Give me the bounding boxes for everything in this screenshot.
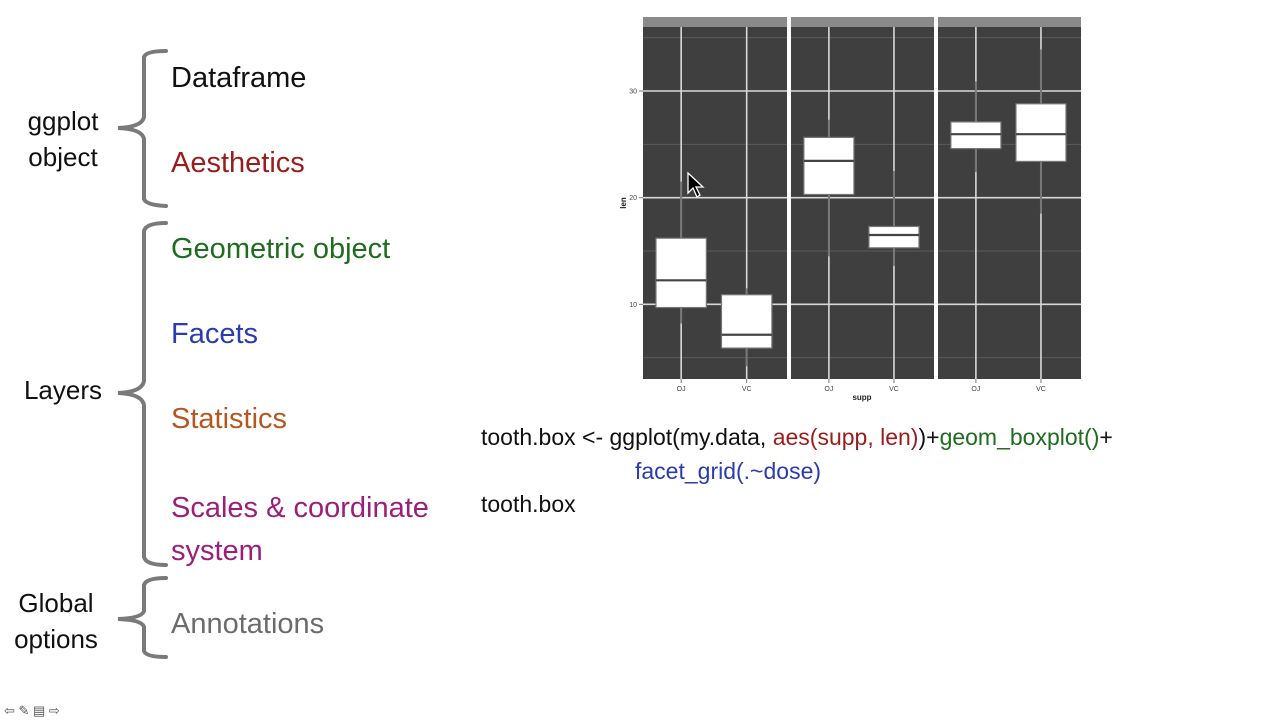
code-line1-prefix: tooth.box <- ggplot(my.data, (481, 424, 773, 450)
item-facets: Facets (171, 318, 259, 350)
brace-global-options (117, 576, 168, 659)
facet-panel (938, 27, 1081, 379)
slide-nav-controls[interactable]: ⇦ ✎ ▤ ⇨ (4, 703, 60, 718)
code-line1-aes: aes(supp, len) (772, 424, 919, 450)
code-line1-plus: )+ (918, 424, 940, 450)
code-line1-geom: geom_boxplot() (939, 424, 1100, 450)
y-axis-label: len (619, 197, 628, 209)
group-label-global-line1: Global (18, 588, 94, 618)
box-iqr (655, 237, 707, 309)
group-label-ggplot-object: ggplot object (20, 103, 106, 175)
code-line1-plus2: + (1099, 424, 1113, 450)
code-line-3: tooth.box (481, 491, 576, 517)
x-tick-label: OJ (677, 386, 686, 393)
x-tick-label: VC (889, 386, 899, 393)
box-iqr (1015, 103, 1067, 163)
braces (117, 49, 168, 659)
facet-strip (791, 17, 934, 27)
boxplot-chart: OJ VC OJ VC OJ VC 10 20 30 supp len (619, 17, 1081, 402)
item-geometric-object: Geometric object (171, 233, 391, 265)
item-annotations: Annotations (171, 608, 325, 640)
group-label-global-line2: options (14, 624, 98, 654)
item-aesthetics: Aesthetics (171, 147, 305, 179)
facet-strip (938, 17, 1081, 27)
brace-layers (117, 221, 168, 567)
x-tick-label: OJ (971, 386, 980, 393)
slide-navigation[interactable]: ⇦ ✎ ▤ ⇨ (4, 703, 60, 719)
box-iqr (868, 225, 920, 249)
code-line-2: facet_grid(.~dose) (635, 458, 822, 484)
item-scales-line1: Scales & coordinate (171, 492, 429, 524)
x-tick-label: VC (1036, 386, 1046, 393)
item-dataframe: Dataframe (171, 62, 307, 94)
group-label-layers: Layers (23, 375, 103, 405)
brace-ggplot-object (117, 49, 168, 208)
item-scales: Scales & coordinate system (171, 487, 429, 573)
x-tick-label: OJ (824, 386, 833, 393)
box-iqr (720, 294, 773, 349)
x-tick-label: VC (742, 386, 752, 393)
item-scales-line2: system (171, 535, 263, 567)
code-line-1: tooth.box <- ggplot(my.data, aes(supp, l… (481, 421, 1113, 453)
box-iqr (803, 136, 855, 196)
y-tick-label: 30 (629, 89, 637, 96)
item-statistics: Statistics (171, 403, 288, 435)
y-tick-label: 10 (629, 302, 637, 309)
x-axis-label: supp (852, 393, 871, 402)
group-label-ggplot-line1: ggplot (27, 106, 99, 136)
mouse-cursor-icon (687, 171, 705, 198)
facet-panel (791, 27, 934, 379)
facet-strip (643, 17, 787, 27)
y-tick-label: 20 (629, 195, 637, 202)
group-label-global-options: Global options (4, 585, 108, 657)
group-label-ggplot-line2: object (28, 142, 98, 172)
